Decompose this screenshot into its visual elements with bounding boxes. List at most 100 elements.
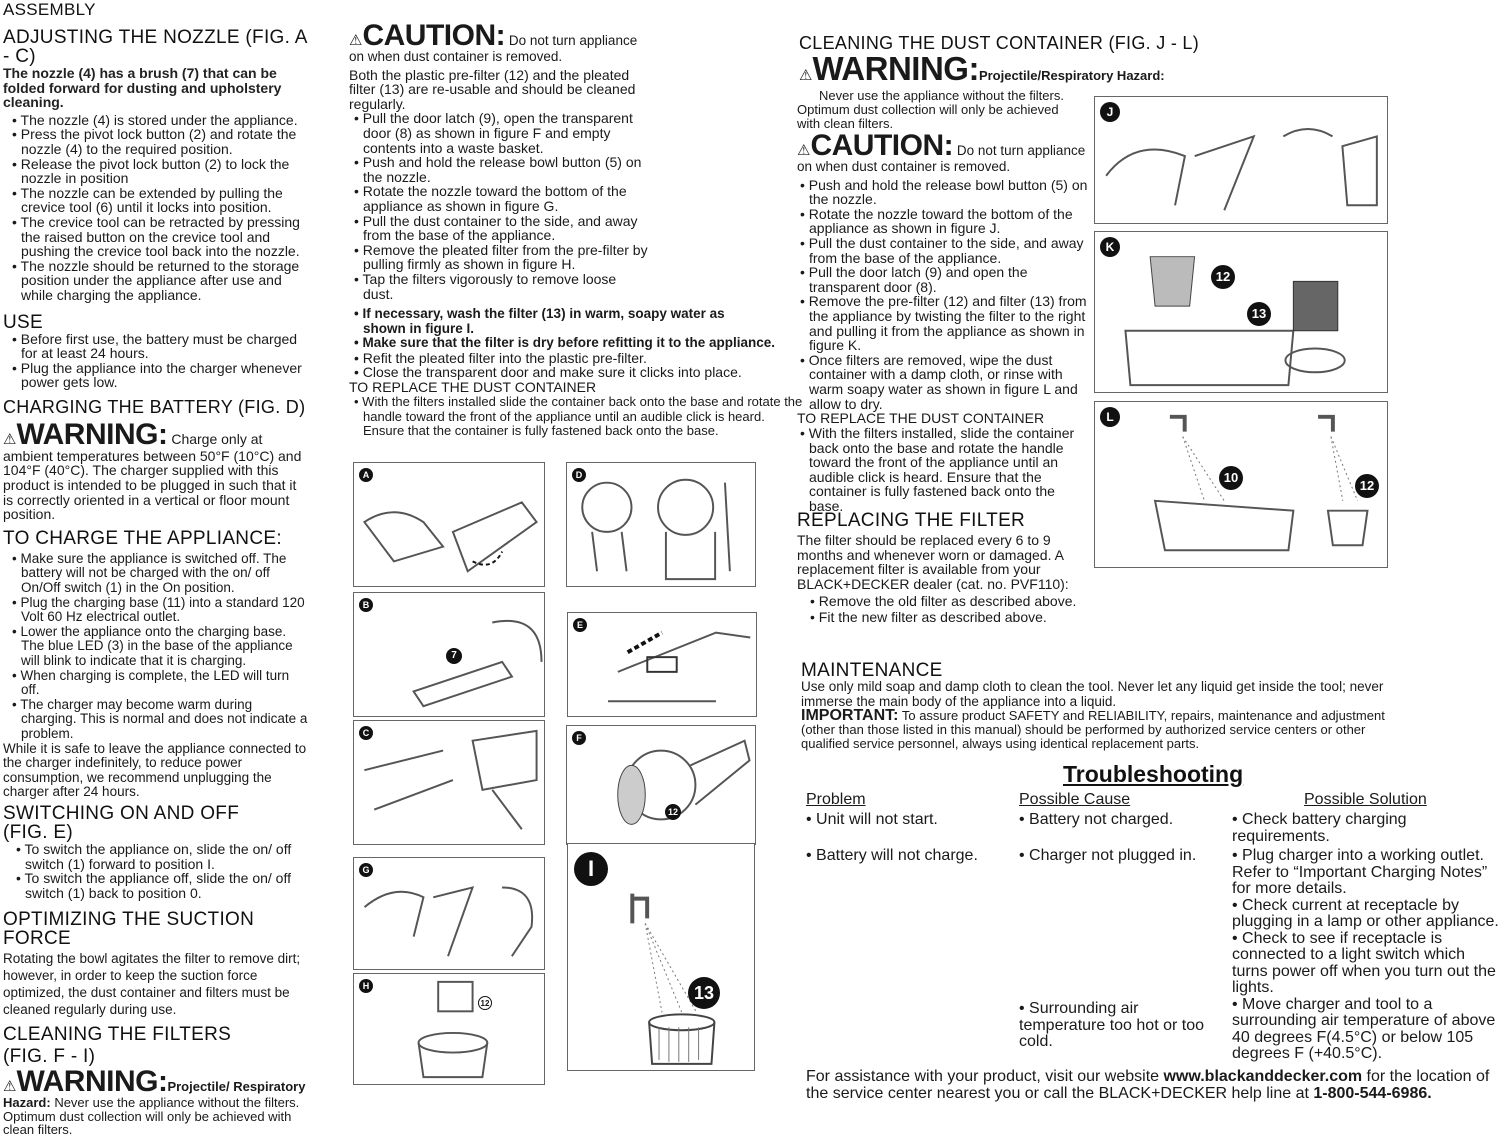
list-item: To switch the appliance off, slide the o…: [13, 871, 308, 900]
use-list: Before first use, the battery must be ch…: [3, 331, 308, 390]
list-item: Pull the door latch (9) and open the tra…: [797, 265, 1092, 294]
list-item: When charging is complete, the LED will …: [9, 668, 308, 698]
important-label: IMPORTANT:: [801, 707, 899, 725]
assistance-footer: For assistance with your product, visit …: [806, 1068, 1496, 1102]
figure-k: K 12 13: [1094, 231, 1388, 393]
caution-text: Do not turn appliance on when dust conta…: [349, 33, 638, 64]
warning-text: Charge only at ambient temperatures betw…: [3, 430, 302, 523]
replace-container-list: With the filters installed, slide the co…: [797, 426, 1092, 514]
figure-label: F: [572, 731, 586, 745]
maintenance-heading: MAINTENANCE: [801, 660, 943, 681]
figure-label: B: [359, 598, 373, 612]
list-item: If necessary, wash the filter (13) in wa…: [351, 306, 771, 336]
crevice-tool-illustration: [364, 729, 538, 830]
column-header: Possible Solution: [1304, 791, 1427, 808]
charging-warning: ⚠WARNING: Charge only at ambient tempera…: [3, 417, 308, 523]
list-item: Press the pivot lock button (2) and rota…: [9, 127, 308, 156]
nozzle-illustration: [362, 501, 538, 573]
list-item: Release the pivot lock button (2) to loc…: [9, 156, 308, 186]
list-item: With the filters installed slide the con…: [351, 394, 804, 439]
suction-heading: OPTIMIZING THE SUCTION FORCE: [3, 909, 255, 950]
table-cell: • Unit will not start.: [806, 811, 938, 828]
figure-label: E: [573, 618, 587, 632]
use-heading: USE: [3, 311, 43, 333]
warning-triangle-icon: ⚠: [3, 1078, 17, 1096]
list-item: Once filters are removed, wipe the dust …: [797, 352, 1092, 411]
warning-tail: Projectile/: [167, 1079, 230, 1095]
replacing-filter-paragraph: The filter should be replaced every 6 to…: [797, 533, 1162, 591]
callout-number: 13: [1247, 302, 1271, 326]
column-header: Possible Cause: [1019, 791, 1131, 808]
table-cell: • Battery not charged.: [1019, 811, 1174, 828]
warning-triangle-icon: ⚠: [799, 67, 813, 84]
dust-container-heading: CLEANING THE DUST CONTAINER (FIG. J - L): [799, 33, 1200, 53]
list-item: Remove the pleated filter from the pre-f…: [351, 242, 649, 272]
list-item: Rotate the nozzle toward the bottom of t…: [797, 206, 1092, 236]
figure-d: D: [566, 462, 756, 587]
figure-h: H 12: [353, 973, 545, 1085]
switch-heading: SWITCHING ON AND OFF (FIG. E): [3, 802, 240, 843]
nozzle-heading: ADJUSTING THE NOZZLE (FIG. A - C): [3, 27, 307, 67]
warning-label: WARNING:: [16, 417, 168, 451]
callout-number: 12: [665, 804, 681, 820]
caution-label: CAUTION:: [362, 19, 506, 52]
warning-label: WARNING:: [16, 1065, 168, 1099]
dust-warning-text: Never use the appliance without the filt…: [797, 88, 1064, 131]
table-cell: • Battery will not charge.: [806, 847, 978, 864]
figure-label: L: [1100, 407, 1120, 427]
replacing-filter-heading: REPLACING THE FILTER: [797, 510, 1026, 531]
left-column: ASSEMBLY ADJUSTING THE NOZZLE (FIG. A - …: [3, 0, 308, 1137]
list-item: Remove the pre-filter (12) and filter (1…: [797, 294, 1092, 352]
charging-heading: CHARGING THE BATTERY (FIG. D): [3, 396, 306, 417]
footer-text: For assistance with your product, visit …: [806, 1068, 1164, 1085]
warning-triangle-icon: ⚠: [349, 32, 363, 49]
replace-container-list: With the filters installed slide the con…: [349, 394, 804, 439]
figure-i: I 13: [567, 843, 755, 1071]
table-cell: • Charger not plugged in.: [1019, 847, 1197, 864]
switch-illustration: [608, 630, 751, 703]
filters-heading: CLEANING THE FILTERS (FIG. F - I): [3, 1024, 232, 1068]
replacing-filter-list: Remove the old filter as described above…: [797, 593, 1167, 625]
figure-l: L 10 12: [1094, 401, 1388, 568]
replace-container-heading: TO REPLACE THE DUST CONTAINER: [797, 410, 1045, 427]
figure-label: I: [574, 852, 608, 886]
list-item: Remove the old filter as described above…: [807, 593, 1167, 609]
replacing-filter-section: REPLACING THE FILTER The filter should b…: [797, 511, 1167, 625]
figure-e: E: [567, 612, 757, 717]
list-item: The charger may become warm during charg…: [9, 697, 308, 742]
website-link[interactable]: www.blackanddecker.com: [1163, 1068, 1363, 1085]
dust-warning: ⚠WARNING:Projectile/Respiratory Hazard:: [799, 52, 1269, 85]
figure-a: A: [353, 462, 545, 587]
list-item: Pull the dust container to the side, and…: [797, 236, 1092, 265]
important-text: To assure product SAFETY and RELIABILITY…: [801, 708, 1385, 752]
figure-label: J: [1100, 102, 1120, 122]
replacing-filter-text: The filter should be replaced every 6 to…: [797, 532, 1069, 592]
filter-removal-illustration: [417, 980, 489, 1079]
callout-number: 12: [478, 996, 492, 1010]
list-item: The crevice tool can be retracted by pre…: [9, 215, 308, 259]
list-item: Close the transparent door and make sure…: [351, 365, 799, 380]
dust-steps-list: Push and hold the release bowl button (5…: [797, 177, 1092, 412]
caution-label: CAUTION:: [810, 129, 954, 162]
list-item: The nozzle (4) is stored under the appli…: [9, 113, 308, 128]
filters-intro: Both the plastic pre-filter (12) and the…: [349, 66, 636, 112]
list-item: Pull the dust container to the side, and…: [351, 213, 649, 243]
charging-base-illustration: [581, 478, 731, 581]
warning-triangle-icon: ⚠: [3, 430, 17, 448]
list-item: Fit the new filter as described above.: [807, 609, 1167, 625]
list-item: The nozzle should be returned to the sto…: [9, 258, 308, 303]
list-item: The nozzle can be extended by pulling th…: [9, 185, 308, 215]
cause-column: • Battery not charged. • Charger not plu…: [1019, 811, 1224, 1051]
caution-text: Do not turn appliance on when dust conta…: [797, 143, 1086, 174]
to-charge-heading: TO CHARGE THE APPLIANCE:: [3, 527, 282, 549]
list-item: Push and hold the release bowl button (5…: [797, 177, 1092, 207]
dust-container-section: CLEANING THE DUST CONTAINER (FIG. J - L)…: [799, 34, 1269, 86]
important-note: IMPORTANT: To assure product SAFETY and …: [801, 707, 1391, 752]
brush-illustration: [412, 619, 543, 708]
warning-tail: Projectile/Respiratory Hazard:: [978, 68, 1165, 83]
washing-filter-illustration: [630, 893, 716, 1065]
list-item: Make sure that the filter is dry before …: [351, 336, 811, 351]
list-item: Tap the filters vigorously to remove loo…: [351, 272, 649, 301]
figure-label: C: [359, 726, 373, 740]
caution-note: ⚠CAUTION: Do not turn appliance on when …: [797, 129, 1092, 175]
